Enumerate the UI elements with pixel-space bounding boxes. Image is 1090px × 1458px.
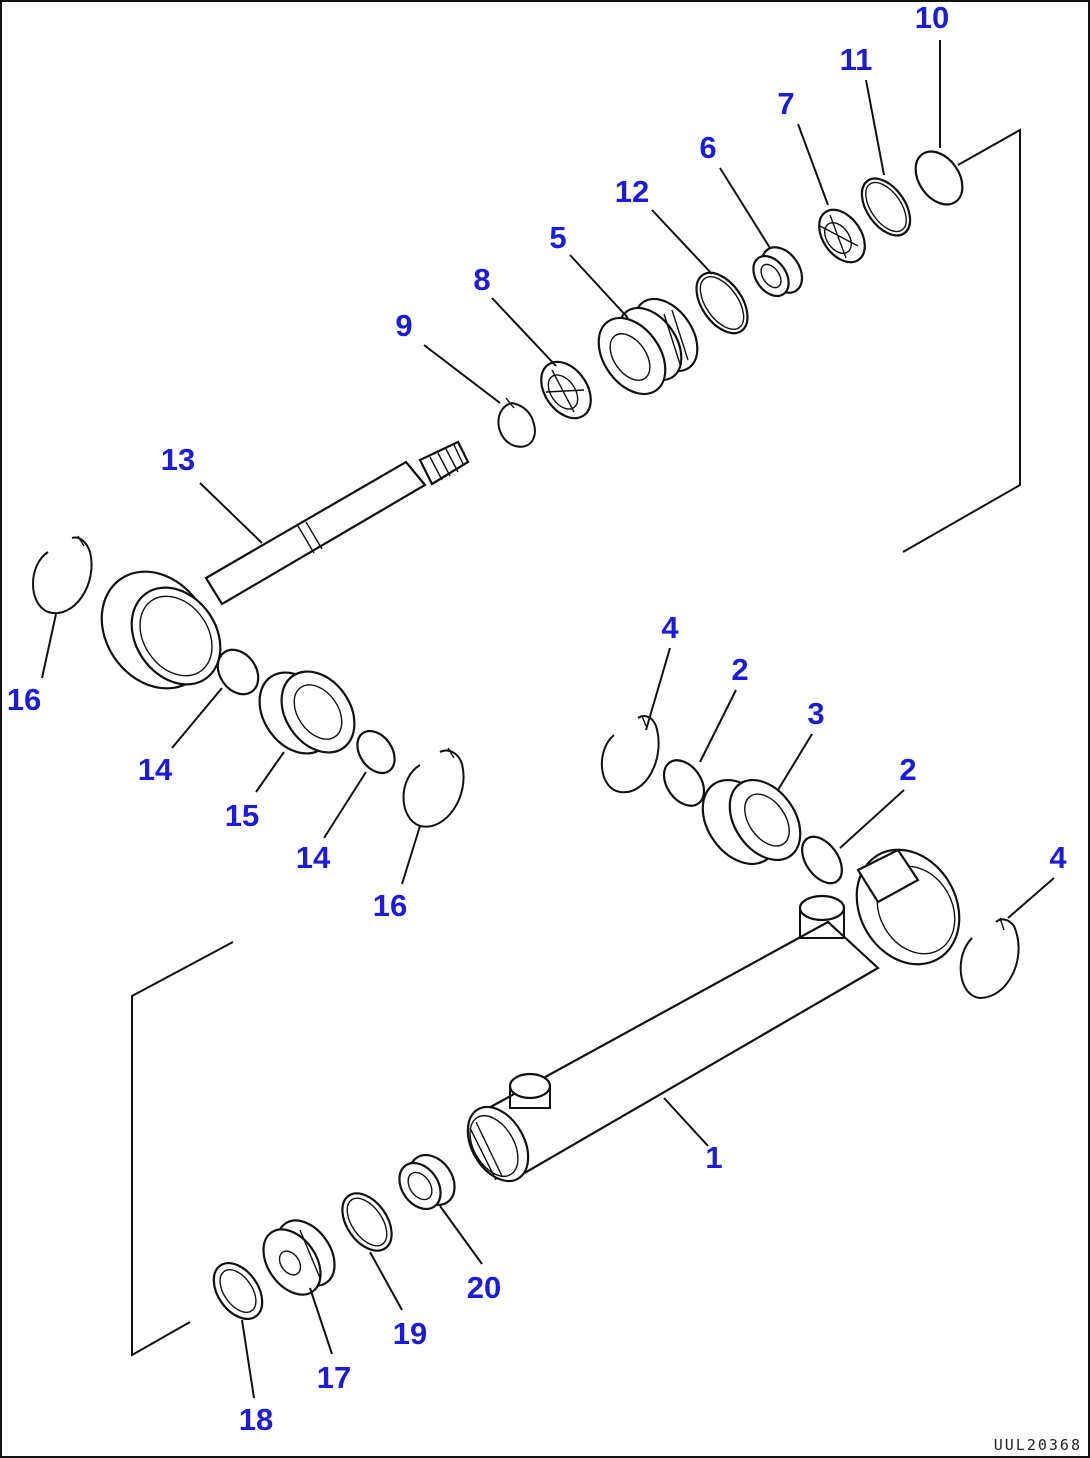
part-2-oring-bottom: [801, 835, 843, 885]
part-8-nut: [540, 360, 592, 420]
callout-9: 9: [395, 308, 412, 343]
callout-16-left: 16: [7, 682, 41, 717]
bracket-lower: [131, 941, 234, 1357]
bracket-upper: [902, 128, 1021, 553]
callout-7: 7: [777, 86, 794, 121]
callout-16-right: 16: [373, 888, 407, 923]
part-19-ring: [341, 1192, 393, 1252]
callout-4-right: 4: [1049, 840, 1067, 875]
callout-11: 11: [840, 42, 873, 77]
part-4-snap-ring-top: [601, 715, 660, 794]
part-13-piston-rod: [100, 440, 470, 690]
part-11-ring: [860, 177, 912, 237]
callout-4-top: 4: [661, 610, 679, 645]
callout-2-bottom: 2: [899, 752, 916, 787]
part-5-piston: [597, 297, 699, 396]
callout-15: 15: [225, 798, 259, 833]
part-17-piston: [262, 1219, 336, 1296]
part-1-cylinder: [466, 848, 961, 1183]
part-16-snap-ring-left: [32, 535, 93, 615]
part-18-nut: [212, 1262, 264, 1320]
callout-5: 5: [549, 220, 566, 255]
part-10-plug: [914, 150, 964, 206]
part-14-ball-right: [356, 729, 396, 775]
part-12-ring: [695, 271, 749, 335]
callout-20: 20: [467, 1270, 501, 1305]
part-20-bushing: [398, 1153, 456, 1211]
callout-12: 12: [615, 174, 649, 209]
part-7-nut: [818, 208, 866, 264]
callout-13: 13: [161, 442, 195, 477]
part-16-snap-ring-right: [402, 747, 465, 828]
callout-14-left: 14: [138, 752, 173, 787]
callout-14-right: 14: [296, 840, 331, 875]
part-6-bushing: [752, 246, 804, 298]
callout-2-top: 2: [731, 652, 748, 687]
callout-17: 17: [317, 1360, 351, 1395]
callout-10: 10: [915, 0, 949, 35]
part-3-bushing: [701, 778, 802, 866]
callout-18: 18: [239, 1402, 273, 1437]
part-9-snap-ring: [497, 397, 536, 448]
leader-lines: [41, 40, 1055, 1399]
callout-6: 6: [699, 130, 716, 165]
part-4-snap-ring-right: [959, 917, 1020, 1000]
callout-19: 19: [393, 1316, 427, 1351]
callout-labels: 10 11 7 6 12 5 8 9 13 16 14 15 14 16 4 2…: [7, 0, 1068, 1437]
callout-3: 3: [807, 696, 824, 731]
callout-1: 1: [705, 1140, 722, 1175]
part-2-oring-top: [662, 759, 706, 807]
reference-code: UUL20368: [994, 1436, 1082, 1454]
callout-8: 8: [473, 262, 490, 297]
part-15-bushing: [258, 670, 356, 755]
part-14-ball-left: [216, 648, 260, 696]
